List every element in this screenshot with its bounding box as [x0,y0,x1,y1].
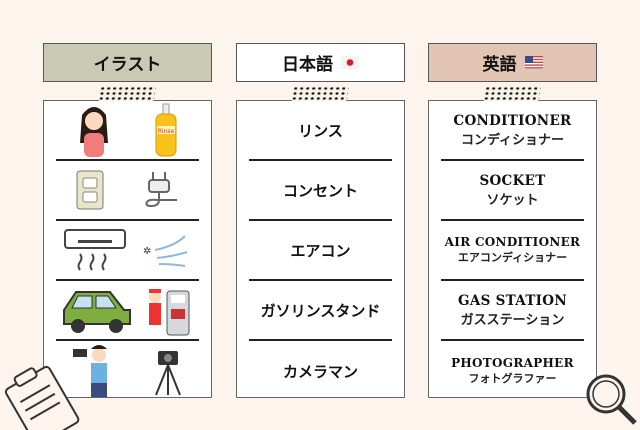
japanese-word: ガソリンスタンド [260,301,381,320]
japanese-word: エアコン [290,241,351,260]
rinse-bottle-illustration: Rinse [155,103,177,157]
woman-illustration [80,107,109,157]
tape-decoration [290,86,350,101]
japanese-row: カメラマン [249,341,392,401]
magnifier-icon [586,374,637,425]
header-label: 英語 [482,55,517,75]
english-katakana: コンディショナー [460,132,565,148]
japan-flag-icon [341,56,359,69]
english-row: CONDITIONER コンディショナー [441,101,584,161]
japanese-row: リンス [249,101,392,161]
camera-tripod-icon [154,351,181,396]
header-japanese: 日本語 [236,43,405,82]
clipboard-icon [4,365,80,430]
japanese-row: エアコン [249,221,392,281]
japanese-word: カメラマン [282,362,358,381]
header-label: イラスト [93,55,162,75]
english-word: SOCKET [479,172,546,189]
english-word: CONDITIONER [453,112,572,129]
illustration-row [56,281,199,341]
air-conditioner-icon [63,229,126,271]
english-row: SOCKET ソケット [441,161,584,221]
illustration-row: Rinse [56,101,199,161]
photographer-icon [73,345,108,397]
tape-decoration [97,86,157,101]
japanese-word: コンセント [282,181,358,200]
english-word: GAS STATION [457,292,567,309]
header-label: 日本語 [282,55,333,75]
illustration-row [56,161,199,221]
illustration-row: ✲ [56,221,199,281]
wind-icon: ✲ [143,235,188,267]
header-illustration: イラスト [43,43,212,82]
socket-icon [76,170,104,210]
illustration-panel: Rinse ✲ [43,100,212,398]
svg-text:✲: ✲ [143,246,151,257]
english-panel: CONDITIONER コンディショナー SOCKET ソケット AIR CONDI… [428,100,597,398]
tape-decoration [482,86,542,101]
english-row: AIR CONDITIONER エアコンディショナー [441,221,584,281]
japanese-panel: リンス コンセント エアコン ガソリンスタンド カメラマン [236,100,405,398]
english-word: AIR CONDITIONER [444,235,581,249]
plug-icon [145,172,178,208]
japanese-word: リンス [298,121,343,140]
fuel-pump-attendant-icon [148,289,190,336]
english-katakana: ガスステーション [460,312,565,328]
english-word: PHOTOGRAPHER [451,356,574,370]
japanese-row: コンセント [249,161,392,221]
svg-text:Rinse: Rinse [158,128,175,135]
english-katakana: ソケット [486,192,539,208]
english-row: GAS STATION ガスステーション [441,281,584,341]
english-katakana: フォトグラファー [468,372,557,385]
illustration-row [56,341,199,401]
english-katakana: エアコンディショナー [457,251,568,264]
english-row: PHOTOGRAPHER フォトグラファー [441,341,584,401]
us-flag-icon [524,56,543,69]
header-english: 英語 [428,43,597,82]
car-icon [63,291,132,333]
japanese-row: ガソリンスタンド [249,281,392,341]
